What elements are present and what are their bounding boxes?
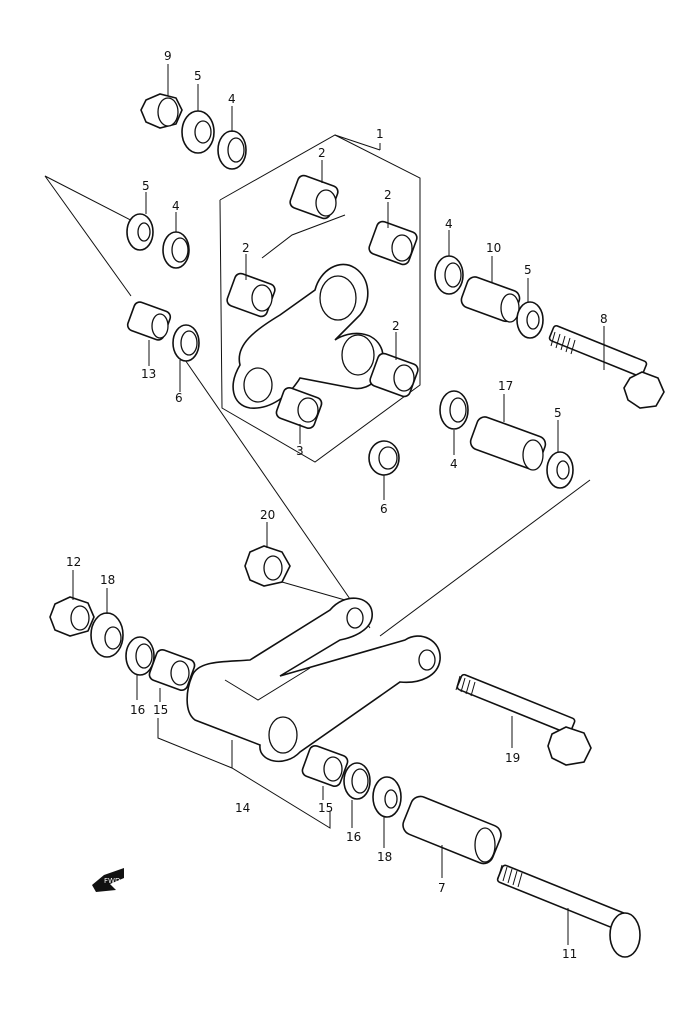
collar-10 (460, 276, 521, 323)
rod-bore-right (418, 649, 436, 671)
callout-5: 5 (524, 263, 532, 277)
bearing-2-top (289, 174, 339, 220)
relay-bore-right (341, 334, 375, 376)
callout-15: 15 (318, 801, 333, 815)
collar-7 (402, 795, 502, 865)
callout-5: 5 (142, 179, 150, 193)
bearing-3 (275, 387, 323, 429)
callout-19: 19 (505, 751, 520, 765)
collar-17 (469, 416, 547, 471)
side-leader-lines (44, 175, 591, 637)
callout-5: 5 (194, 69, 202, 83)
cushion-rod (186, 597, 441, 763)
callout-1: 1 (376, 127, 384, 141)
callout-5: 5 (554, 406, 562, 420)
bolt-11 (496, 864, 641, 958)
callout-17: 17 (498, 379, 513, 393)
fwd-arrow-icon: FWD (92, 868, 124, 892)
callout-18: 18 (377, 850, 392, 864)
nut-20 (244, 545, 291, 587)
relay-link (232, 263, 385, 409)
seal-16-right (343, 762, 371, 800)
callout-6: 6 (175, 391, 183, 405)
callout-14: 14 (235, 801, 250, 815)
washer-18-right (372, 776, 402, 818)
callout-7: 7 (438, 881, 446, 895)
callout-6: 6 (380, 502, 388, 516)
callout-2: 2 (242, 241, 250, 255)
callout-2: 2 (392, 319, 400, 333)
callout-8: 8 (600, 312, 608, 326)
callout-9: 9 (164, 49, 172, 63)
callout-leaders (72, 64, 605, 945)
assembly-1-bracket (219, 134, 421, 463)
callout-11: 11 (562, 947, 577, 961)
callout-4: 4 (445, 217, 453, 231)
rod-bore-top (346, 607, 364, 629)
assembly-14-bracket (157, 718, 331, 829)
washer-5-right-bottom (546, 451, 574, 489)
relay-bore-left (243, 367, 273, 403)
callout-2: 2 (318, 146, 326, 160)
callout-18: 18 (100, 573, 115, 587)
bolt-19 (455, 673, 592, 766)
nut-9 (140, 93, 183, 129)
seal-16-left (125, 636, 155, 676)
seal-6-left (172, 324, 200, 362)
callout-16: 16 (130, 703, 145, 717)
callout-4: 4 (228, 92, 236, 106)
bearing-2-right-top (368, 220, 418, 266)
callout-4: 4 (450, 457, 458, 471)
collar-13 (126, 301, 172, 341)
bolt-8 (548, 324, 665, 409)
bearing-15-left (148, 649, 196, 691)
callout-2: 2 (384, 188, 392, 202)
bearing-15-right (301, 745, 349, 787)
fwd-label: FWD (104, 877, 120, 885)
callouts: 9 5 4 1 2 5 2 4 4 10 2 5 8 2 13 17 6 5 3… (66, 49, 608, 961)
washer-5-top (181, 110, 215, 154)
washer-5-left (126, 213, 154, 251)
callout-16: 16 (346, 830, 361, 844)
seal-4-right-top (434, 255, 464, 295)
seal-6-bottom (368, 440, 400, 476)
relay-bore-top (319, 275, 357, 321)
callout-20: 20 (260, 508, 275, 522)
callout-15: 15 (153, 703, 168, 717)
washer-18-left (90, 612, 124, 658)
callout-3: 3 (296, 444, 304, 458)
callout-12: 12 (66, 555, 81, 569)
callout-4: 4 (172, 199, 180, 213)
washer-5-right-top (516, 301, 544, 339)
bearing-2-right (369, 352, 419, 398)
seal-4-right-bottom (439, 390, 469, 430)
nut-12 (49, 596, 95, 637)
callout-10: 10 (486, 241, 501, 255)
callout-13: 13 (141, 367, 156, 381)
seal-4-top (217, 130, 247, 170)
rod-bore-left (268, 716, 298, 754)
seal-4-left (162, 231, 190, 269)
bearing-2-left (226, 272, 276, 318)
